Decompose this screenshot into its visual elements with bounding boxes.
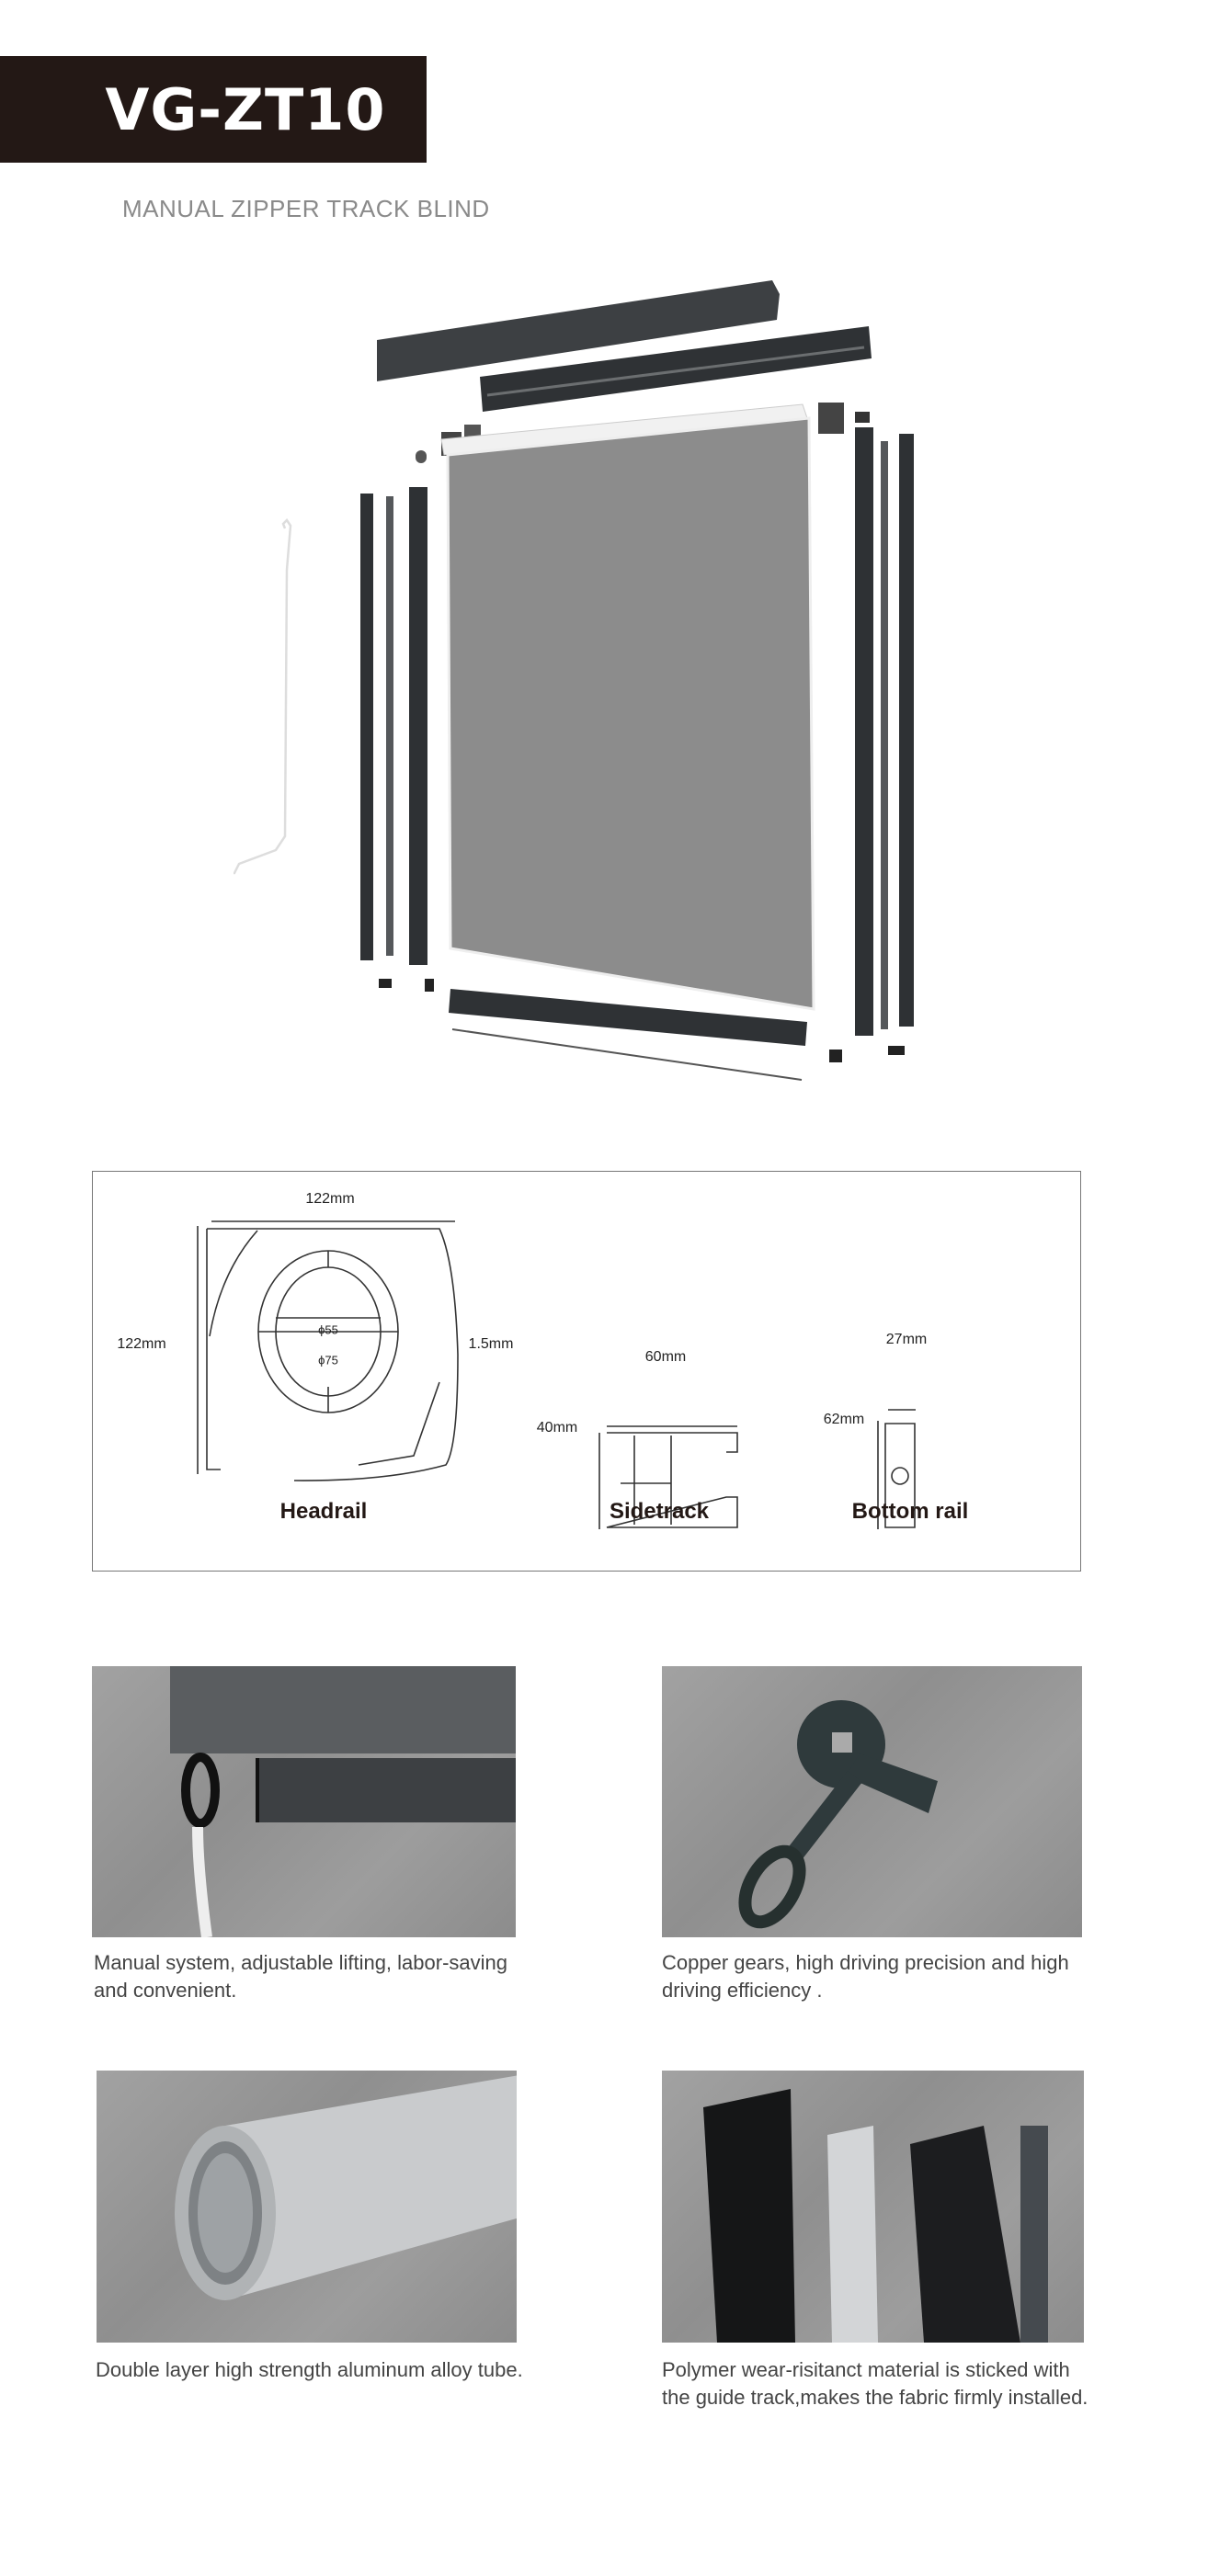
feature-caption-copper-gears: Copper gears, high driving precision and… bbox=[662, 1949, 1140, 2004]
outer-diameter-label: ϕ75 bbox=[318, 1353, 338, 1367]
crank-handle bbox=[233, 518, 292, 875]
headrail-profile bbox=[207, 1228, 459, 1481]
model-title-banner: VG-ZT10 bbox=[0, 56, 427, 163]
inner-diameter-label: ϕ55 bbox=[318, 1322, 338, 1337]
headrail-cover bbox=[377, 280, 780, 381]
caption-line: Copper gears, high driving precision and… bbox=[662, 1951, 1069, 1974]
bottom-rail-label: Bottom rail bbox=[851, 1499, 969, 1524]
caption-line: the guide track,makes the fabric firmly … bbox=[662, 2386, 1088, 2409]
caption-line: driving efficiency . bbox=[662, 1979, 823, 2002]
bottom-rail-profile bbox=[884, 1423, 916, 1528]
feature-caption-aluminum-tube: Double layer high strength aluminum allo… bbox=[96, 2356, 574, 2384]
feature-photo-aluminum-tube bbox=[97, 2071, 517, 2343]
sidetrack-width-label: 60mm bbox=[644, 1349, 687, 1365]
headrail-width-label: 122mm bbox=[305, 1191, 355, 1207]
right-sidetrack-inner bbox=[855, 427, 873, 1036]
feature-photo-copper-gears bbox=[662, 1666, 1082, 1937]
caption-line: and convenient. bbox=[94, 1979, 237, 2002]
headrail-thickness-label: 1.5mm bbox=[468, 1336, 514, 1352]
bottom-rail-width-label: 27mm bbox=[885, 1332, 928, 1347]
caption-line: Manual system, adjustable lifting, labor… bbox=[94, 1951, 508, 1974]
fabric-screen bbox=[446, 416, 815, 1011]
exploded-view-illustration bbox=[233, 280, 914, 1081]
right-sidetrack-outer bbox=[899, 434, 914, 1027]
sidetrack-height-label: 40mm bbox=[536, 1420, 578, 1436]
sidetrack-label: Sidetrack bbox=[609, 1499, 710, 1524]
product-subtitle: MANUAL ZIPPER TRACK BLIND bbox=[122, 195, 490, 222]
left-sidetrack-outer bbox=[360, 494, 373, 960]
profile-drawings bbox=[197, 1220, 916, 1529]
right-bracket bbox=[818, 403, 844, 434]
headrail-back bbox=[480, 326, 872, 412]
caption-line: Double layer high strength aluminum allo… bbox=[96, 2358, 523, 2381]
profile-specs-panel bbox=[92, 1171, 1081, 1572]
left-sidetrack-inner bbox=[409, 487, 427, 965]
model-title: VG-ZT10 bbox=[105, 75, 386, 143]
feature-photo-polymer-track bbox=[662, 2071, 1084, 2343]
sidetrack-profile bbox=[606, 1432, 738, 1528]
bottom-rail bbox=[449, 989, 807, 1046]
feature-caption-manual-system: Manual system, adjustable lifting, labor… bbox=[94, 1949, 572, 2004]
caption-line: Polymer wear-risitanct material is stick… bbox=[662, 2358, 1070, 2381]
feature-caption-polymer-track: Polymer wear-risitanct material is stick… bbox=[662, 2356, 1177, 2411]
headrail-label: Headrail bbox=[279, 1499, 368, 1524]
bottom-rail-height-label: 62mm bbox=[823, 1412, 865, 1427]
feature-photo-manual-system bbox=[92, 1666, 516, 1937]
headrail-height-label: 122mm bbox=[117, 1336, 166, 1352]
